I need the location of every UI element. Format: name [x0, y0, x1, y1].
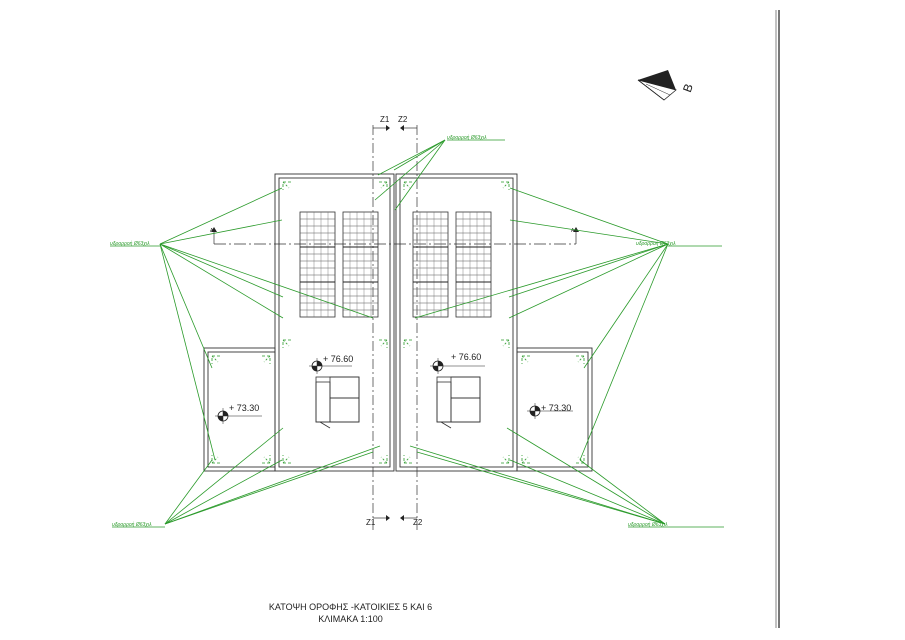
drainage-line	[159, 243, 213, 369]
corner-diagonal	[403, 456, 411, 464]
corner-diagonal	[263, 456, 271, 464]
drainage-line	[159, 219, 283, 245]
roof-access-block-right	[436, 376, 481, 429]
level-marker-main-left	[309, 358, 352, 374]
level-marker-side-left	[215, 408, 262, 424]
drainage-line	[159, 243, 216, 461]
solar-panel-column	[412, 211, 449, 318]
solar-panel-frame	[455, 211, 492, 318]
corner-diagonal	[403, 339, 411, 347]
section-z-arrows	[386, 125, 404, 521]
corner-diagonal	[380, 339, 388, 347]
level-marker-side-right	[527, 403, 573, 419]
solar-panel-frame	[342, 211, 379, 318]
section-a-left-arrow	[211, 227, 217, 232]
corner-diagonal	[577, 456, 585, 464]
drainage-line	[394, 139, 446, 211]
section-z1-bottom: Z1	[366, 518, 376, 527]
section-z2-top: Z2	[398, 115, 408, 124]
corner-diagonal	[502, 456, 510, 464]
building-outline	[203, 173, 593, 472]
corner-diagonal	[380, 456, 388, 464]
drainage-line	[414, 243, 669, 319]
corner-diagonal	[211, 355, 219, 363]
drainage-line	[393, 139, 446, 171]
drain-label-right: υδρορροή Ø63χιλ	[636, 240, 676, 247]
drainage-line	[579, 459, 666, 525]
corner-diagonal	[263, 355, 271, 363]
solar-panel-column	[342, 211, 379, 318]
drainage-line	[374, 139, 446, 201]
drainage-line	[509, 459, 666, 525]
drainage-line	[579, 243, 669, 461]
drainage-line	[509, 187, 669, 245]
level-side-right: + 73.30	[541, 403, 571, 413]
solar-panel-arrays	[299, 211, 492, 318]
section-lines-z	[372, 125, 418, 530]
drainage-line	[377, 139, 446, 176]
drainage-line	[164, 445, 381, 525]
level-side-left: + 73.30	[229, 403, 259, 413]
corner-diagonal	[282, 339, 290, 347]
drainage-line	[416, 451, 666, 525]
drainage-line	[159, 187, 283, 245]
corner-diagonal	[380, 181, 388, 189]
level-marker-main-right	[430, 358, 485, 374]
solar-panel-column	[455, 211, 492, 318]
section-z2-bottom: Z2	[413, 518, 423, 527]
roof-corner-marks	[211, 181, 585, 464]
corner-diagonal	[521, 355, 529, 363]
drainage-line	[164, 459, 213, 525]
level-main-left: + 76.60	[323, 354, 353, 364]
corner-diagonal	[282, 456, 290, 464]
drainage-line	[159, 243, 284, 319]
drainage-line	[508, 243, 669, 298]
drainage-line	[506, 427, 666, 525]
solar-panel-frame	[412, 211, 449, 318]
drainage-line	[508, 243, 669, 319]
solar-panel-column	[299, 211, 336, 318]
roof-drainage-lines	[110, 139, 724, 528]
corner-diagonal	[577, 355, 585, 363]
section-a-left: A	[210, 228, 214, 234]
drainage-line	[164, 451, 374, 525]
section-a-right-arrow	[573, 227, 579, 232]
level-main-right: + 76.60	[451, 352, 481, 362]
drain-label-bottom-left: υδρορροή Ø63χιλ	[112, 521, 152, 528]
north-arrow-icon: B	[637, 70, 696, 101]
drainage-line	[583, 243, 669, 369]
drainage-line	[159, 243, 284, 298]
corner-diagonal	[282, 181, 290, 189]
drainage-line	[159, 243, 374, 319]
drawing-title: ΚΑΤΟΨΗ ΟΡΟΦΗΣ -ΚΑΤΟΙΚΙΕΣ 5 ΚΑΙ 6	[268, 602, 433, 612]
drain-label-bottom-right: υδρορροή Ø63χιλ	[628, 521, 668, 528]
drainage-line	[164, 427, 284, 525]
corner-diagonal	[502, 339, 510, 347]
north-label: B	[680, 82, 696, 94]
corner-diagonal	[403, 181, 411, 189]
roof-access-block-left	[315, 376, 360, 429]
drain-label-left: υδρορροή Ø63χιλ	[110, 240, 150, 247]
sheet-border	[775, 10, 780, 628]
section-a-right: A	[571, 228, 575, 234]
solar-panel-frame	[299, 211, 336, 318]
drainage-line	[409, 445, 666, 525]
drain-label-top: υδρορροή Ø63χιλ	[447, 134, 487, 141]
section-line-a	[213, 232, 577, 245]
section-z1-top: Z1	[380, 115, 390, 124]
corner-diagonal	[211, 456, 219, 464]
corner-diagonal	[521, 456, 529, 464]
drainage-line	[509, 219, 669, 245]
drawing-scale: ΚΛΙΜΑΚΑ 1:100	[318, 614, 383, 624]
corner-diagonal	[502, 181, 510, 189]
drainage-line	[164, 459, 283, 525]
